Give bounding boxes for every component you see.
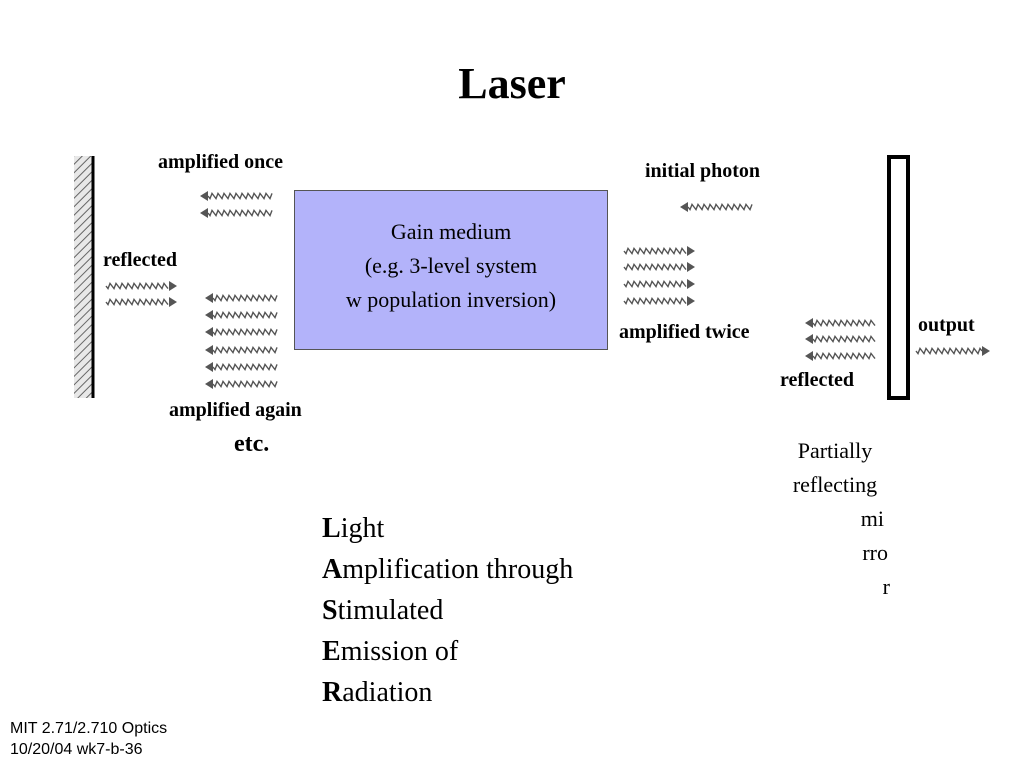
footer-line-1: MIT 2.71/2.710 Optics xyxy=(10,720,168,737)
photon-arrowhead xyxy=(687,246,695,256)
acronym-letter: S xyxy=(322,595,338,626)
slide-footer: MIT 2.71/2.710 Optics 10/20/04 wk7-b-36 xyxy=(10,718,167,760)
photon-arrowhead xyxy=(805,334,813,344)
photon-wave xyxy=(105,281,169,291)
acronym-letter: R xyxy=(322,677,343,708)
acronym-letter: L xyxy=(322,513,341,544)
photon-wave xyxy=(212,293,278,303)
left-mirror xyxy=(74,156,95,398)
photon-wave xyxy=(812,351,876,361)
photon-arrowhead xyxy=(205,327,213,337)
photon-arrowhead xyxy=(805,351,813,361)
acronym-rest: adiation xyxy=(342,677,433,708)
label-output: output xyxy=(918,314,975,336)
acronym-row: Light xyxy=(322,508,573,549)
acronym-row: Amplification through xyxy=(322,549,573,590)
photon-arrowhead xyxy=(687,296,695,306)
acronym-row: Stimulated xyxy=(322,590,573,631)
photon-wave xyxy=(812,318,876,328)
label-reflected-right: reflected xyxy=(780,369,855,391)
label-reflected-left: reflected xyxy=(103,249,178,271)
acronym-letter: E xyxy=(322,636,341,667)
photon-wave xyxy=(212,362,278,372)
photon-wave xyxy=(207,191,273,201)
acronym-rest: mplification through xyxy=(342,554,574,585)
mirror-note-line-2: reflecting xyxy=(792,472,878,497)
photon-wave xyxy=(915,346,983,356)
photon-wave xyxy=(623,279,687,289)
photon-arrowhead xyxy=(805,318,813,328)
acronym-row: Emission of xyxy=(322,631,573,672)
photon-wave xyxy=(105,297,169,307)
photon-arrowhead xyxy=(680,202,688,212)
photon-arrowhead xyxy=(169,297,177,307)
acronym-rest: mission of xyxy=(340,636,459,667)
photon-arrowhead xyxy=(200,191,208,201)
photon-arrowhead xyxy=(205,345,213,355)
photon-arrowhead xyxy=(205,293,213,303)
label-initial-photon: initial photon xyxy=(645,160,761,182)
right-partial-mirror xyxy=(887,155,910,400)
photon-arrowhead xyxy=(687,262,695,272)
photon-wave xyxy=(687,202,753,212)
photon-waves xyxy=(105,191,990,389)
gain-medium-line-2: (e.g. 3-level system xyxy=(364,253,538,278)
photon-wave xyxy=(623,246,687,256)
label-amplified-again: amplified again xyxy=(169,399,302,421)
photon-wave xyxy=(623,296,687,306)
photon-wave xyxy=(212,327,278,337)
photon-arrowhead xyxy=(169,281,177,291)
mirror-note-line-1: Partially xyxy=(797,438,873,463)
label-etc: etc. xyxy=(234,431,270,457)
label-amplified-twice: amplified twice xyxy=(619,321,750,343)
acronym-letter: A xyxy=(322,554,343,585)
photon-arrowhead xyxy=(982,346,990,356)
photon-arrowhead xyxy=(205,379,213,389)
acronym-rest: timulated xyxy=(337,595,444,626)
slide-title: Laser xyxy=(458,59,566,108)
photon-wave xyxy=(207,208,273,218)
gain-medium-line-3: w population inversion) xyxy=(345,287,557,312)
photon-arrowhead xyxy=(687,279,695,289)
photon-wave xyxy=(212,345,278,355)
label-amplified-once: amplified once xyxy=(158,151,283,173)
laser-acronym: Light Amplification through Stimulated E… xyxy=(322,508,573,713)
footer-line-2: 10/20/04 wk7-b-36 xyxy=(10,741,143,758)
photon-wave xyxy=(623,262,687,272)
photon-arrowhead xyxy=(200,208,208,218)
photon-arrowhead xyxy=(205,310,213,320)
mirror-note-line-4: rro xyxy=(862,540,888,565)
gain-medium-box: Gain medium (e.g. 3-level system w popul… xyxy=(294,190,608,350)
gain-medium-line-1: Gain medium xyxy=(390,219,512,244)
photon-wave xyxy=(212,310,278,320)
photon-wave xyxy=(212,379,278,389)
partially-reflecting-mirror-note: Partially reflecting mi rro r xyxy=(768,434,902,604)
mirror-note-line-3: mi xyxy=(860,506,884,531)
photon-arrowhead xyxy=(205,362,213,372)
mirror-note-line-5: r xyxy=(882,574,890,599)
acronym-rest: ight xyxy=(340,513,385,544)
photon-wave xyxy=(812,334,876,344)
acronym-row: Radiation xyxy=(322,672,573,713)
